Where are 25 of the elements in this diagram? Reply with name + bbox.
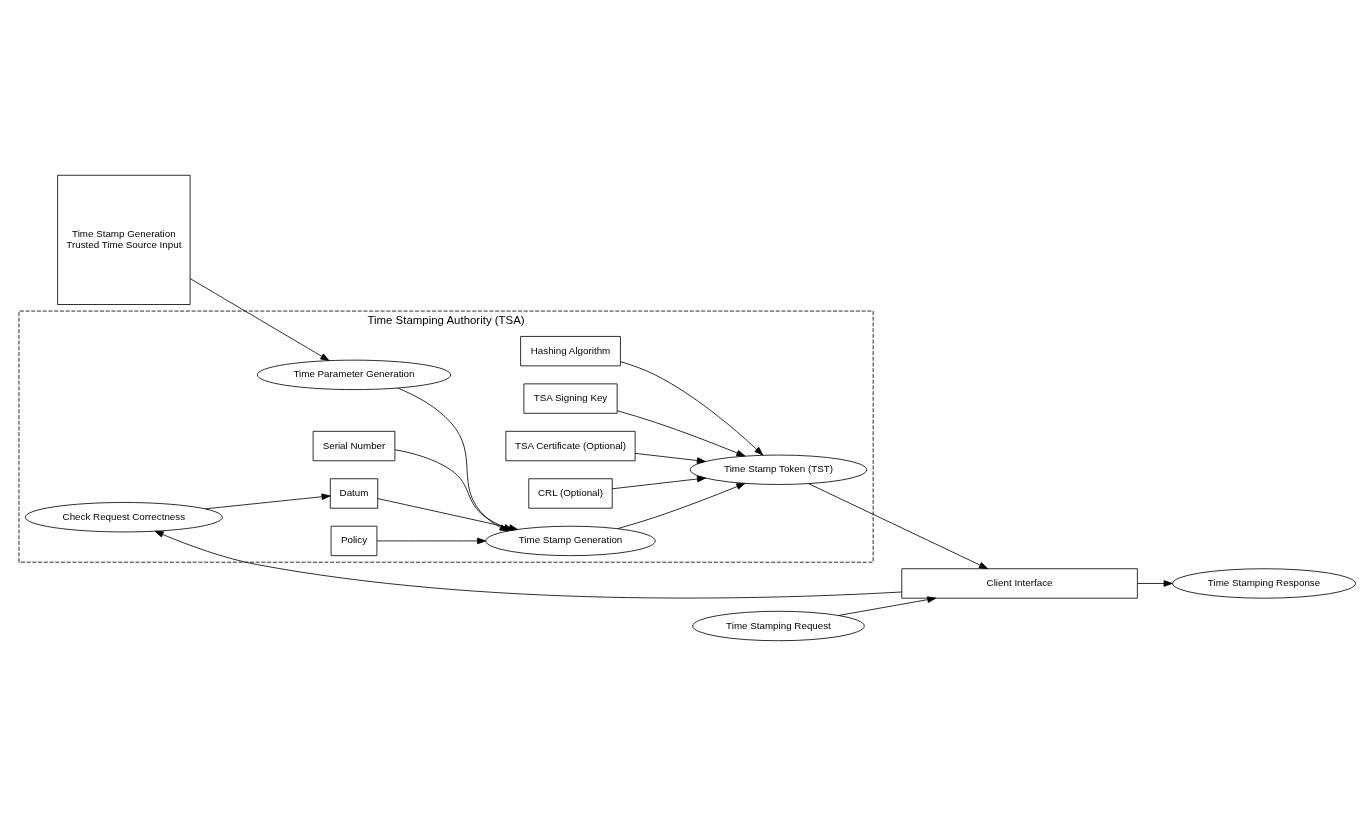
node-box: Hashing Algorithm [520,336,621,367]
node-box: Policy [330,525,378,557]
arrow [620,361,764,456]
arrow [617,483,746,530]
node-box: Client Interface [901,568,1138,599]
node-ellipse: Check Request Correctness [24,502,223,533]
node-ellipse: Time Stamping Request [692,610,865,642]
arrow [611,475,706,490]
arrow [1137,580,1173,587]
arrow [838,596,937,616]
arrow [616,410,746,457]
arrow [189,278,330,361]
arrow [376,537,487,545]
node-box: TSA Signing Key [523,383,618,414]
node-ellipse: Time Stamping Response [1172,568,1356,599]
node-box: TSA Certificate (Optional) [505,430,636,462]
arrow [204,493,331,510]
node-box: Time Stamp Generation Trusted Time Source Input [57,174,191,305]
node-box: Serial Number [312,430,396,462]
node-box: CRL (Optional) [528,478,613,509]
arrow [154,530,902,599]
arrow [808,483,989,570]
arrow [634,452,706,464]
node-box: Datum [329,478,379,509]
node-ellipse: Time Parameter Generation [256,359,452,390]
